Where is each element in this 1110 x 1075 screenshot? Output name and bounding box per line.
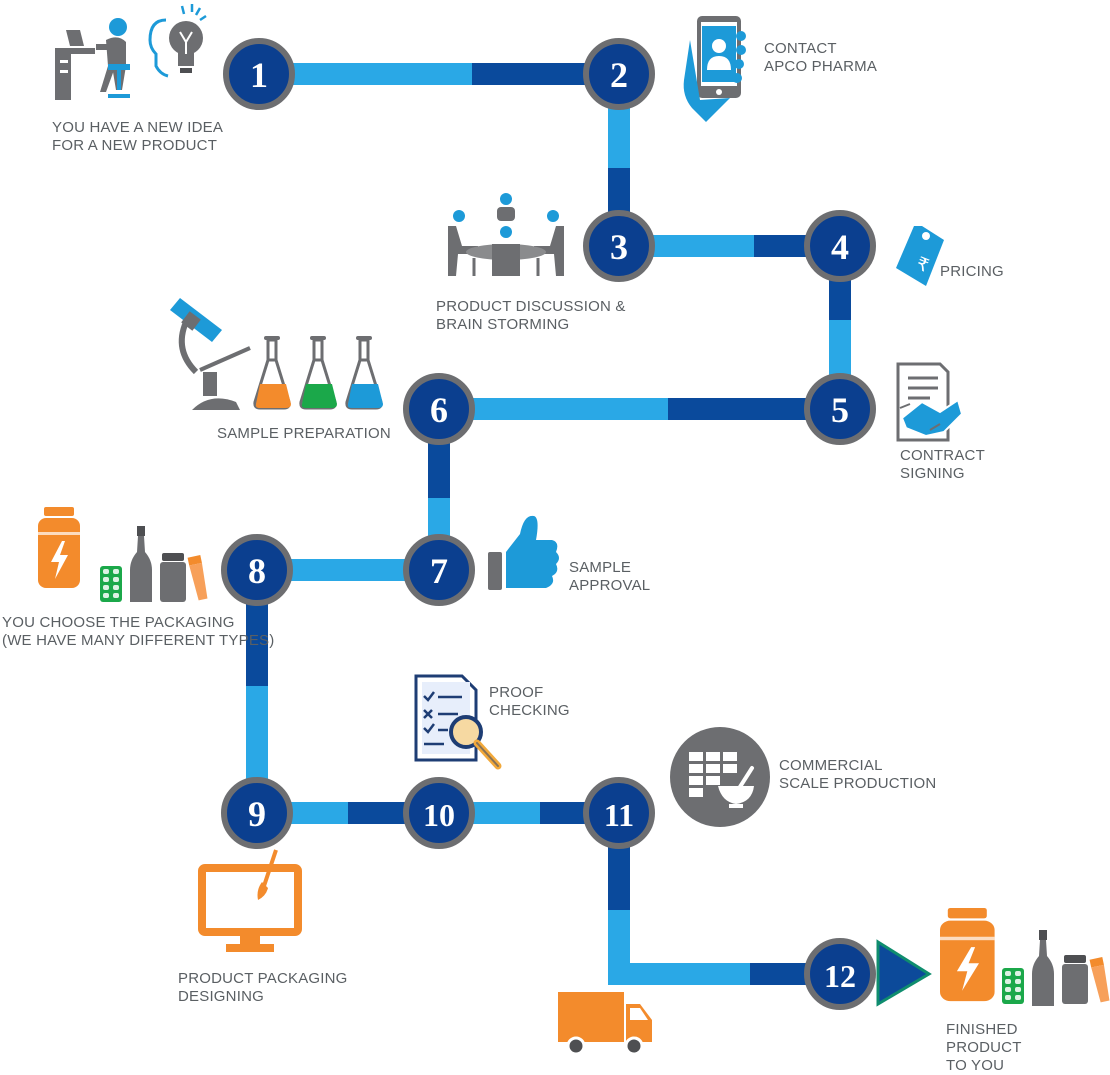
- step-node-2: 2: [583, 38, 655, 110]
- meeting-table-icon: [448, 193, 564, 276]
- step-node-7: 7: [403, 534, 475, 606]
- factory-mortar-icon: [670, 727, 770, 827]
- step-number: 11: [604, 797, 634, 833]
- step-number: 6: [430, 390, 448, 430]
- step-node-9: 9: [221, 777, 293, 849]
- person-at-desk-idea-icon: [55, 4, 207, 100]
- rupee-price-tag-icon: ₹: [896, 226, 944, 286]
- phone-in-hand-icon: [683, 16, 746, 122]
- step-number: 12: [824, 958, 856, 994]
- contract-handshake-icon: [896, 362, 964, 442]
- step-number: 10: [423, 797, 455, 833]
- step-node-6: 6: [403, 373, 475, 445]
- step-number: 3: [610, 227, 628, 267]
- delivery-truck-icon: [558, 992, 652, 1056]
- step-number: 4: [831, 227, 849, 267]
- step-number: 1: [250, 55, 268, 95]
- step-label-6: SAMPLE PREPARATION: [217, 425, 391, 442]
- flow-path: [246, 63, 851, 985]
- step-number: 8: [248, 551, 266, 591]
- step-node-11: 11: [583, 777, 655, 849]
- step-node-1: 1: [223, 38, 295, 110]
- step-node-8: 8: [221, 534, 293, 606]
- finished-products-icon: [939, 908, 1110, 1006]
- step-number: 2: [610, 55, 628, 95]
- checklist-magnifier-icon: [414, 674, 502, 770]
- microscope-flasks-icon: [170, 298, 383, 410]
- step-node-10: 10: [403, 777, 475, 849]
- step-label-3: PRODUCT DISCUSSION &BRAIN STORMING: [436, 298, 626, 333]
- step-number: 9: [248, 794, 266, 834]
- step-node-4: 4: [804, 210, 876, 282]
- thumbs-up-icon: [488, 515, 559, 590]
- step-label-4: PRICING: [940, 263, 1004, 280]
- step-node-12: 12: [804, 938, 876, 1010]
- play-arrow-icon: [876, 939, 932, 1007]
- step-node-3: 3: [583, 210, 655, 282]
- step-label-8: YOU CHOOSE THE PACKAGING(WE HAVE MANY DI…: [2, 614, 275, 649]
- step-number: 7: [430, 551, 448, 591]
- step-number: 5: [831, 390, 849, 430]
- monitor-paintbrush-icon: [198, 849, 302, 952]
- packaging-types-icon: [38, 507, 210, 602]
- step-node-5: 5: [804, 373, 876, 445]
